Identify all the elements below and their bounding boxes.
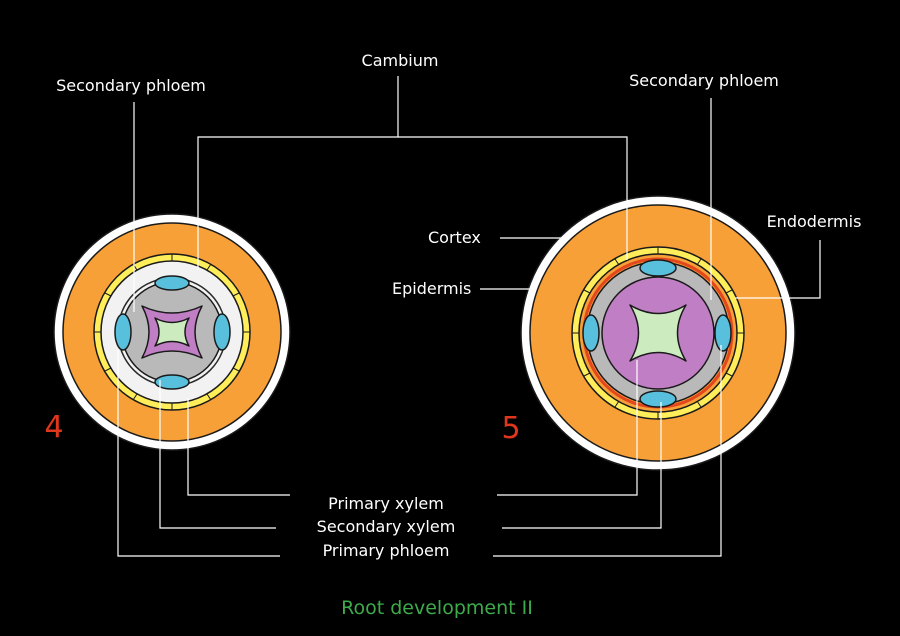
primary-phloem-top xyxy=(639,259,677,277)
primary-xylem-core xyxy=(629,304,687,362)
primary-phloem-right xyxy=(714,314,732,352)
primary-phloem-top xyxy=(154,275,190,291)
primary-phloem-leader-left xyxy=(117,350,280,557)
root-cross-section-stage-5 xyxy=(520,195,796,471)
label-endodermis: Endodermis xyxy=(767,212,862,231)
secondary-xylem-leader-left xyxy=(159,380,276,529)
figure-caption: Root development II xyxy=(341,597,533,619)
primary-phloem-right xyxy=(213,313,231,351)
label-epidermis: Epidermis xyxy=(392,279,471,298)
endodermis-leader xyxy=(735,240,821,299)
root-cross-section-stage-4 xyxy=(53,213,291,451)
stage-number-right: 5 xyxy=(501,411,520,446)
primary-phloem-bottom xyxy=(639,390,677,408)
primary-phloem-left xyxy=(114,313,132,351)
label-secondary-xylem: Secondary xylem xyxy=(317,517,456,536)
label-secondary-phloem-right: Secondary phloem xyxy=(629,71,779,90)
label-cambium: Cambium xyxy=(362,51,439,70)
label-secondary-phloem-left: Secondary phloem xyxy=(56,76,206,95)
label-primary-phloem: Primary phloem xyxy=(323,541,450,560)
primary-phloem-bottom xyxy=(154,374,190,390)
primary-phloem-left xyxy=(582,314,600,352)
label-primary-xylem: Primary xylem xyxy=(328,494,444,513)
stage-number-left: 4 xyxy=(44,410,63,445)
primary-xylem-leader-right xyxy=(497,360,638,496)
cambium-leader-left xyxy=(197,136,628,270)
primary-xylem-leader-left xyxy=(187,398,290,496)
leader-lines xyxy=(117,76,821,557)
label-cortex: Cortex xyxy=(428,228,481,247)
secondary-xylem-leader-right xyxy=(502,402,662,529)
primary-xylem-core xyxy=(154,317,190,347)
primary-phloem-leader-right xyxy=(493,345,722,557)
